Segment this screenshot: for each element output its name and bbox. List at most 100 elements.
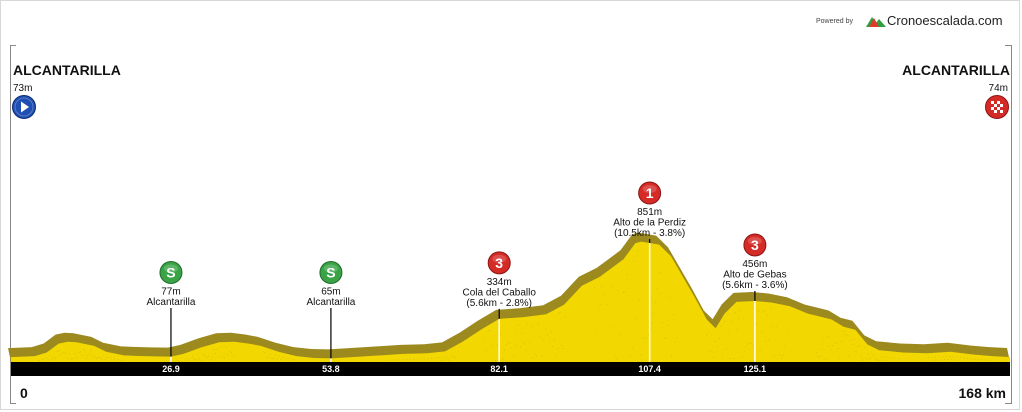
texture-speck (427, 358, 429, 360)
point-altitude-label: 65m (321, 287, 340, 298)
texture-speck (606, 303, 608, 305)
texture-speck (92, 355, 94, 357)
profile-area (11, 241, 1010, 362)
texture-speck (765, 341, 767, 343)
sprint-badge (319, 261, 343, 284)
texture-speck (266, 356, 268, 358)
texture-speck (440, 359, 442, 361)
texture-speck (117, 359, 119, 361)
texture-speck (38, 359, 40, 361)
texture-speck (945, 356, 947, 358)
powered-by-label: Powered by (816, 18, 853, 25)
texture-speck (851, 343, 853, 345)
texture-speck (867, 353, 869, 355)
texture-speck (83, 349, 85, 351)
point-km-label: 107.4 (638, 364, 661, 374)
start-location-name: ALCANTARILLA (13, 62, 121, 78)
texture-speck (638, 299, 640, 301)
texture-speck (410, 358, 412, 360)
texture-speck (651, 322, 653, 324)
texture-speck (706, 335, 708, 337)
texture-speck (599, 304, 601, 306)
texture-speck (786, 329, 788, 331)
texture-speck (200, 359, 202, 361)
texture-speck (750, 342, 752, 344)
texture-speck (489, 330, 491, 332)
texture-speck (388, 359, 390, 361)
texture-speck (671, 355, 673, 357)
texture-speck (81, 354, 83, 356)
badge-label: 3 (751, 237, 759, 253)
texture-speck (740, 309, 742, 311)
texture-speck (434, 357, 436, 359)
texture-speck (635, 317, 637, 319)
texture-speck (761, 331, 763, 333)
texture-speck (518, 324, 520, 326)
texture-speck (617, 290, 619, 292)
texture-speck (285, 357, 287, 359)
texture-speck (449, 359, 451, 361)
texture-speck (960, 356, 962, 358)
texture-speck (942, 356, 944, 358)
texture-speck (213, 349, 215, 351)
texture-speck (674, 341, 676, 343)
texture-speck (826, 336, 828, 338)
texture-speck (988, 359, 990, 361)
texture-speck (443, 359, 445, 361)
texture-speck (981, 359, 983, 361)
texture-speck (282, 356, 284, 358)
texture-speck (873, 354, 875, 356)
texture-speck (626, 274, 628, 276)
texture-speck (503, 349, 505, 351)
texture-speck (656, 288, 658, 290)
texture-speck (855, 351, 857, 353)
texture-speck (880, 356, 882, 358)
texture-speck (445, 356, 447, 358)
climb-category-badge (638, 181, 662, 205)
texture-speck (871, 351, 873, 353)
texture-speck (752, 344, 754, 346)
right-frame-tick-top (1005, 45, 1011, 46)
texture-speck (58, 350, 60, 352)
texture-speck (853, 338, 855, 340)
texture-speck (970, 358, 972, 360)
texture-speck (548, 341, 550, 343)
texture-speck (94, 357, 96, 359)
texture-speck (658, 272, 660, 274)
texture-speck (214, 353, 216, 355)
texture-speck (198, 358, 200, 360)
texture-speck (729, 357, 731, 359)
texture-speck (104, 359, 106, 361)
texture-speck (447, 358, 449, 360)
texture-speck (630, 355, 632, 357)
texture-speck (894, 357, 896, 359)
texture-speck (113, 358, 115, 360)
texture-speck (665, 338, 667, 340)
badge-highlight (747, 236, 762, 245)
point-altitude-label: 77m (161, 287, 180, 298)
texture-speck (395, 359, 397, 361)
texture-speck (819, 355, 821, 357)
texture-speck (949, 355, 951, 357)
texture-speck (420, 358, 422, 360)
texture-speck (232, 356, 234, 358)
texture-speck (887, 357, 889, 359)
texture-speck (60, 353, 62, 355)
texture-speck (898, 358, 900, 360)
texture-speck (552, 346, 554, 348)
texture-speck (534, 353, 536, 355)
texture-speck (49, 355, 51, 357)
texture-speck (720, 325, 722, 327)
texture-speck (841, 341, 843, 343)
texture-speck (723, 321, 725, 323)
texture-speck (669, 297, 671, 299)
texture-speck (876, 358, 878, 360)
texture-speck (931, 356, 933, 358)
texture-speck (891, 357, 893, 359)
texture-speck (276, 358, 278, 360)
texture-speck (839, 357, 841, 359)
texture-speck (532, 356, 534, 358)
texture-speck (725, 348, 727, 350)
texture-speck (289, 358, 291, 360)
